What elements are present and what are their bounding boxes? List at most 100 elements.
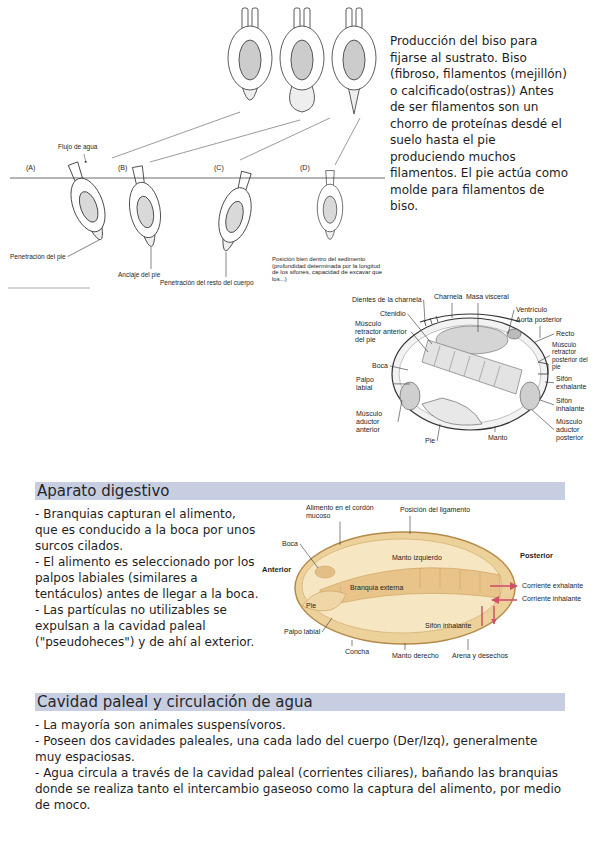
leader-line [495,426,496,432]
part-label: Músculo aductor anterior [356,410,396,433]
byssus-figures-part [280,8,324,112]
leader-line [545,382,554,384]
part-label: Arena y desechos [452,652,508,660]
leader-line [352,640,353,646]
byssus-figures-part [291,40,313,80]
byssus-figures [228,8,376,114]
leader-line [390,366,408,370]
orientation-label: Anterior [262,566,291,574]
part-label: Boca [282,540,298,548]
leader-line [398,400,402,422]
clam-anatomy-part [392,318,548,430]
pointer-lines-part [84,154,86,163]
burrowing-clams [59,159,343,255]
clam-anatomy-part [424,316,438,326]
byssus-figures-part [332,26,376,90]
clam-anatomy-part [538,362,548,374]
byssus-figures-part [280,26,324,90]
part-label: Músculo retractor anterior del pie [355,320,409,343]
byssus-figures-part [343,40,365,80]
part-label: Manto izquierdo [392,554,442,562]
panel-letter: (C) [214,164,224,172]
part-label: Boca [372,362,388,370]
pointer-lines-part [335,118,360,165]
stage-label: Penetración del pie [10,253,66,260]
clam-anatomy-part [399,325,541,423]
part-label: Charnela [434,293,462,301]
section-band: Aparato digestivo [35,482,565,500]
leader-line [532,410,554,430]
part-label: Manto derecho [392,652,439,660]
panel-letter: (A) [26,164,35,172]
part-label: Músculo aductor posterior [556,418,596,441]
leader-line [410,516,411,534]
part-label: Sifón exhalante [556,375,596,391]
digestive-figure-part [490,585,517,587]
leader-line [478,303,479,332]
leader-line [68,240,99,257]
sediment-line-part [8,288,90,289]
part-label: Palpo labial [356,376,392,392]
clam-anatomy-part [434,346,500,386]
body-text: - Branquias capturan el alimento, que es… [35,507,259,555]
orientation-label: Posterior [520,552,553,560]
part-label: Masa visceral [466,293,509,301]
sediment-line-part [10,178,385,179]
byssus-figures-part [228,8,272,100]
digestive-figure-part [302,539,502,633]
leader-line [424,300,425,322]
pointer-lines-part [150,120,300,162]
part-label: Posición del ligamento [400,506,470,514]
digestive-figure-part [302,591,346,611]
leader-line [322,618,332,632]
stage-label: Penetración del resto del cuerpo [160,279,254,286]
clam-anatomy-part [400,382,420,410]
clam-anatomy-part [422,398,482,425]
clam-anatomy-part [422,340,522,394]
part-label: Sifón inhalante [425,622,471,630]
digestive-figure-part [295,532,515,644]
clam-anatomy-part [520,382,540,410]
digestive-figure-part [320,568,500,608]
note-text: Producción del biso para fijarse al sust… [390,33,572,215]
byssus-figures-part [228,26,272,90]
burrowing-clams-part [59,159,115,245]
part-label: Ctenidio [380,310,406,318]
part-label: Recto [556,330,574,338]
leader-line [300,544,318,568]
pointer-lines-part [240,118,330,160]
leader-line [340,522,341,545]
leader-line [468,639,469,650]
part-label: Aorta posterior [516,316,562,324]
part-label: Músculo retractor posterior del pie [552,341,595,370]
burrowing-clams-part [123,164,167,249]
leader-line [535,334,554,342]
leader-line [437,424,440,441]
stage-label: Anclaje del pie [118,271,160,278]
leader-line [394,383,410,384]
flow-label: Flujo de agua [58,143,97,150]
part-label: Manto [488,434,507,442]
part-label: Branquia externa [350,584,403,592]
part-label: Sifón inhalante [556,397,596,413]
body-text: - Poseen dos cavidades paleales, una cad… [35,734,565,766]
current-label: Corriente exhalante [522,582,583,590]
clam-anatomy [392,314,548,430]
body-text: - Las partículas no utilizables se expul… [35,603,259,651]
part-label: Concha [345,648,369,656]
section-band: Cavidad paleal y circulación de agua [35,693,565,711]
panel-letter: (B) [118,164,127,172]
byssus-figures-part [332,8,376,114]
body-text: - El alimento es seleccionado por los pa… [35,555,259,603]
leader-line [411,332,428,352]
pointer-lines [84,112,360,165]
stage-label: Posición bien dentro del sedimento (prof… [272,256,384,283]
leader-line [405,643,406,650]
burrowing-clams-part [317,171,343,240]
body-text: - La mayoría son animales suspensívoros. [35,718,565,734]
section-heading: Cavidad paleal y circulación de agua [35,693,565,711]
leader-line [408,314,432,344]
leader-line [151,247,152,269]
leader-line [540,400,554,405]
pointer-lines-part [112,112,240,158]
